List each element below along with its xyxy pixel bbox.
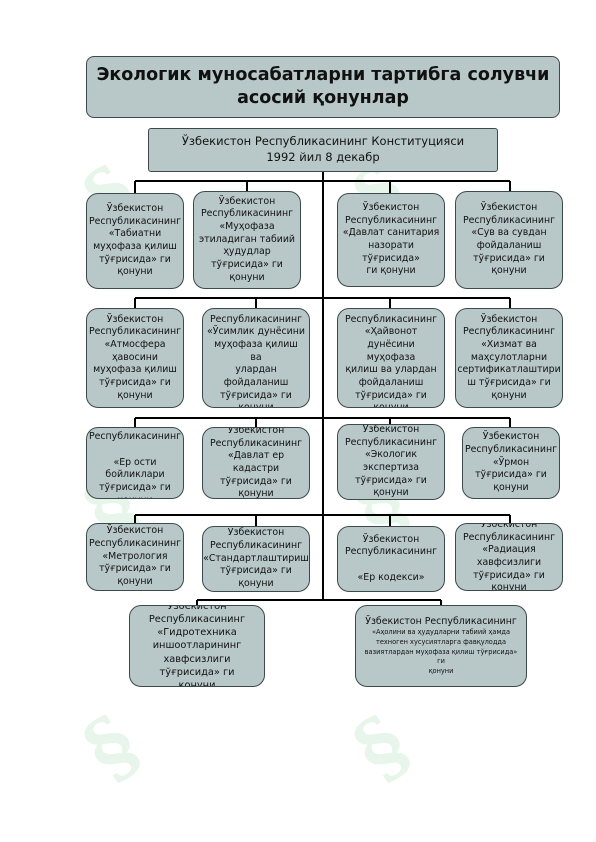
- law-box-emergency-heading: Ўзбекистон Республикасининг: [365, 615, 517, 627]
- law-box-emergency-protection: Ўзбекистон Республикасининг «Аҳолини ва …: [355, 605, 527, 687]
- law-box-protected-areas: Ўзбекистон Республикасининг «Муҳофаза эт…: [193, 191, 301, 289]
- law-box-flora: Ўзбекистон Республикасининг «Ўсимлик дун…: [202, 308, 310, 408]
- law-box-water-use: Ўзбекистон Республикасининг «Сув ва сувд…: [455, 191, 563, 289]
- law-box-subsoil: Ўзбекистон Республикасининг «Ер ости бой…: [86, 427, 184, 499]
- law-box-metrology: Ўзбекистон Республикасининг «Метрология …: [86, 523, 184, 591]
- law-box-atmosphere: Ўзбекистон Республикасининг «Атмосфера ҳ…: [86, 308, 184, 408]
- diagram-title: Экологик муносабатларни тартибга солувчи…: [86, 56, 560, 118]
- law-box-fauna: Ўзбекистон Республикасининг «Ҳайвонот ду…: [337, 308, 445, 408]
- law-box-land-cadastre: Ўзбекистон Республикасининг «Давлат ер к…: [202, 427, 310, 499]
- law-box-ecological-expertise: Ўзбекистон Республикасининг «Экологик эк…: [337, 424, 445, 500]
- law-box-hydrotechnical: Ўзбекистон Республикасининг «Гидротехник…: [129, 605, 265, 687]
- law-box-sanitary-control: Ўзбекистон Республикасининг «Давлат сани…: [337, 193, 445, 287]
- law-box-certification: Ўзбекистон Республикасининг «Хизмат ва м…: [455, 308, 563, 408]
- constitution-box: Ўзбекистон Республикасининг Конституцияс…: [148, 128, 498, 172]
- law-box-radiation-safety: Ўзбекистон Республикасининг «Радиация ха…: [455, 523, 563, 591]
- law-box-forest: Ўзбекистон Республикасининг «Ўрмон тўғри…: [462, 427, 560, 499]
- law-box-nature-protection: Ўзбекистон Республикасининг «Табиатни му…: [86, 193, 184, 289]
- law-box-emergency-body: «Аҳолини ва ҳудудларни табиий ҳамда техн…: [364, 628, 518, 675]
- law-box-land-code: Ўзбекистон Республикасининг «Ер кодекси»: [337, 526, 445, 592]
- law-box-standardization: Ўзбекистон Республикасининг «Стандартлаш…: [202, 526, 310, 592]
